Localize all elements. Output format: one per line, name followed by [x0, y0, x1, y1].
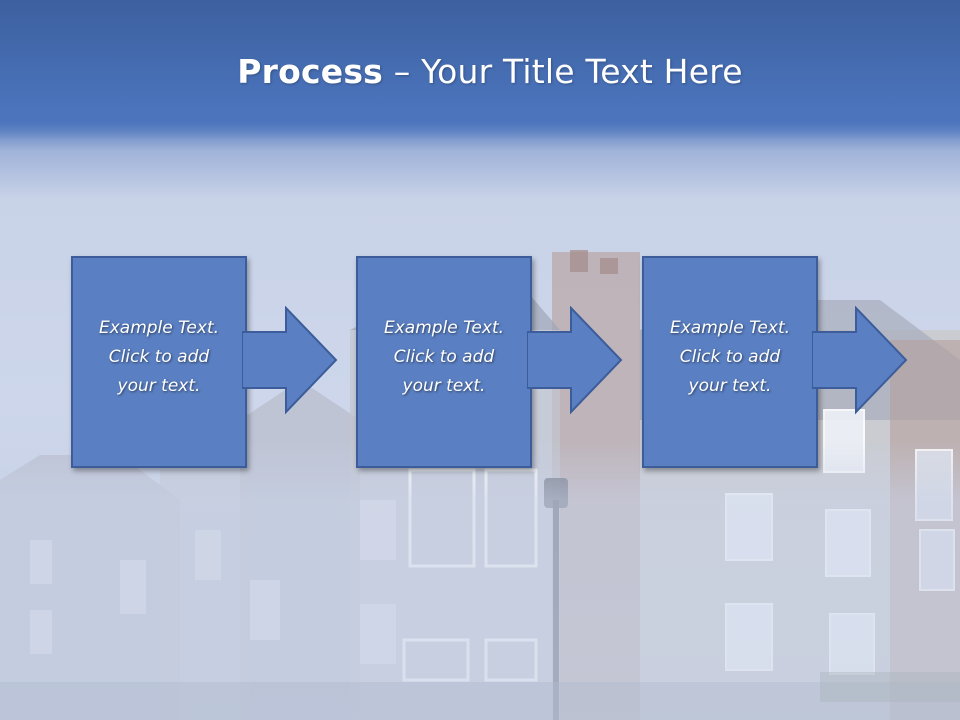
title-bar: Process – Your Title Text Here [0, 0, 960, 140]
slide-title[interactable]: Process – Your Title Text Here [0, 52, 960, 91]
process-step-3-text: Example Text. Click to add your text. [669, 318, 791, 396]
process-step-3[interactable]: Example Text. Click to add your text. [642, 256, 818, 468]
process-step-2-text: Example Text. Click to add your text. [383, 318, 505, 396]
title-bold: Process [237, 52, 384, 91]
title-rest: – Your Title Text Here [383, 52, 743, 91]
process-step-1[interactable]: Example Text. Click to add your text. [71, 256, 247, 468]
right-arrow-icon [812, 306, 908, 415]
right-arrow-icon [527, 306, 623, 415]
process-step-1-text: Example Text. Click to add your text. [98, 318, 220, 396]
bottom-fade-overlay [0, 440, 960, 720]
process-step-2[interactable]: Example Text. Click to add your text. [356, 256, 532, 468]
right-arrow-icon [242, 306, 338, 415]
